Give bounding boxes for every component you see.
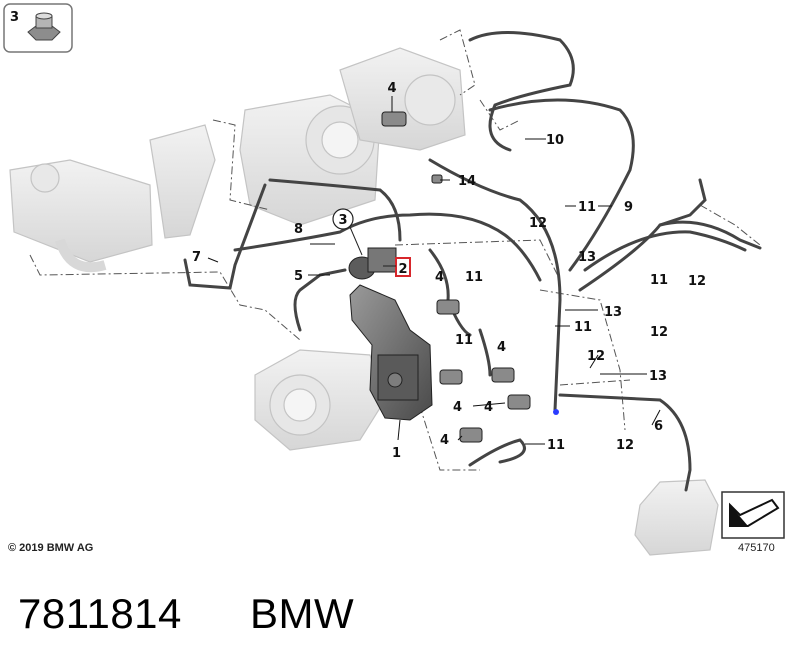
hose-7 bbox=[183, 183, 267, 290]
callout-9: 9 bbox=[624, 200, 633, 215]
hose-6 bbox=[558, 393, 692, 492]
hose-5 bbox=[293, 268, 347, 332]
solenoid-valve bbox=[348, 247, 397, 280]
callout-12: 12 bbox=[529, 216, 547, 231]
callout-6: 6 bbox=[654, 419, 663, 434]
hose-vertical bbox=[478, 328, 492, 377]
hose-9 bbox=[488, 98, 635, 272]
brand-name: BMW bbox=[250, 590, 355, 637]
callout-11: 11 bbox=[578, 200, 596, 215]
callout-12: 12 bbox=[650, 325, 668, 340]
callout-4: 4 bbox=[484, 400, 493, 415]
foreground-parts bbox=[348, 111, 559, 443]
callout-4: 4 bbox=[440, 433, 449, 448]
callout-3: 3 bbox=[338, 213, 347, 228]
callout-14: 14 bbox=[458, 174, 476, 189]
hose-main bbox=[428, 158, 562, 412]
callout-7: 7 bbox=[192, 250, 201, 265]
callout-11: 11 bbox=[547, 438, 565, 453]
hose-10 bbox=[468, 31, 575, 152]
callout-4: 4 bbox=[435, 270, 444, 285]
callout-4: 4 bbox=[497, 340, 506, 355]
sensor-parts bbox=[381, 111, 531, 443]
callout-11: 11 bbox=[465, 270, 483, 285]
vacuum-hoses bbox=[183, 31, 762, 492]
callout-11: 11 bbox=[455, 333, 473, 348]
callout-12: 12 bbox=[688, 274, 706, 289]
hose-center bbox=[428, 248, 472, 337]
callout-13: 13 bbox=[604, 305, 622, 320]
callout-numbers: 4 10 14 11 9 12 8 7 5 13 11 12 4 11 13 1… bbox=[192, 81, 706, 461]
part-number: 7811814 bbox=[18, 590, 182, 637]
inset-badge: 3 bbox=[10, 10, 19, 25]
highlight-box bbox=[395, 257, 411, 277]
callout-10: 10 bbox=[546, 133, 564, 148]
manifold-ghost bbox=[149, 124, 216, 239]
orientation-arrow-icon bbox=[721, 491, 785, 539]
parts-diagram: 3 bbox=[3, 3, 785, 556]
nut-inset: 3 bbox=[3, 3, 73, 53]
callout-4: 4 bbox=[453, 400, 462, 415]
callout-12: 12 bbox=[616, 438, 634, 453]
copyright-notice: © 2019 BMW AG bbox=[8, 542, 94, 554]
hose-11-lower bbox=[468, 438, 526, 467]
callout-2-highlight: 2 bbox=[383, 257, 411, 277]
callout-8: 8 bbox=[294, 222, 303, 237]
callout-13: 13 bbox=[649, 369, 667, 384]
callout-4: 4 bbox=[387, 81, 396, 96]
nut-icon bbox=[27, 12, 61, 41]
diagram-reference-number: 475170 bbox=[738, 542, 775, 554]
callout-11: 11 bbox=[650, 273, 668, 288]
callout-leaders bbox=[207, 96, 661, 445]
callout-13: 13 bbox=[578, 250, 596, 265]
callout-12: 12 bbox=[587, 349, 605, 364]
hose-8 bbox=[233, 212, 542, 282]
hose-right-pipe bbox=[658, 178, 707, 227]
engine-mount-ghost bbox=[634, 479, 719, 556]
callout-5: 5 bbox=[294, 269, 303, 284]
callout-3-circle: 3 bbox=[332, 208, 363, 256]
callout-1: 1 bbox=[392, 446, 401, 461]
hose-left-loop bbox=[268, 178, 402, 242]
callout-11: 11 bbox=[574, 320, 592, 335]
callout-2: 2 bbox=[398, 262, 407, 277]
hose-13 bbox=[583, 230, 747, 272]
